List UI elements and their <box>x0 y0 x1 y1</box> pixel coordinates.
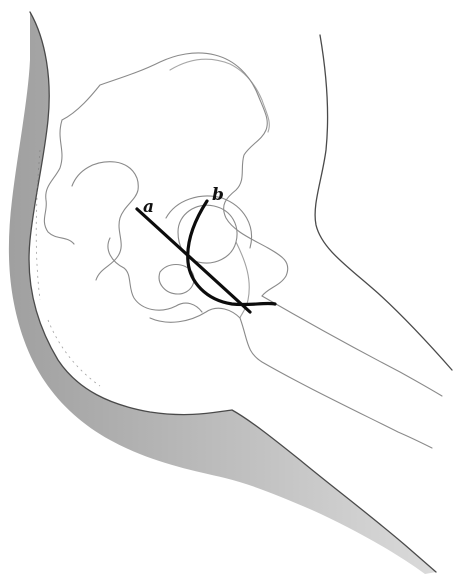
femur-upper-edge <box>262 296 442 396</box>
pelvis-outline <box>62 53 288 296</box>
pelvis-crest-double <box>170 59 269 132</box>
label-b: b <box>212 185 224 205</box>
buttock-contour <box>315 35 452 370</box>
body-contour-shadow <box>9 12 436 574</box>
label-a: a <box>143 197 154 217</box>
sacrum-outline <box>72 162 138 280</box>
pelvis-left-edge <box>44 120 74 244</box>
